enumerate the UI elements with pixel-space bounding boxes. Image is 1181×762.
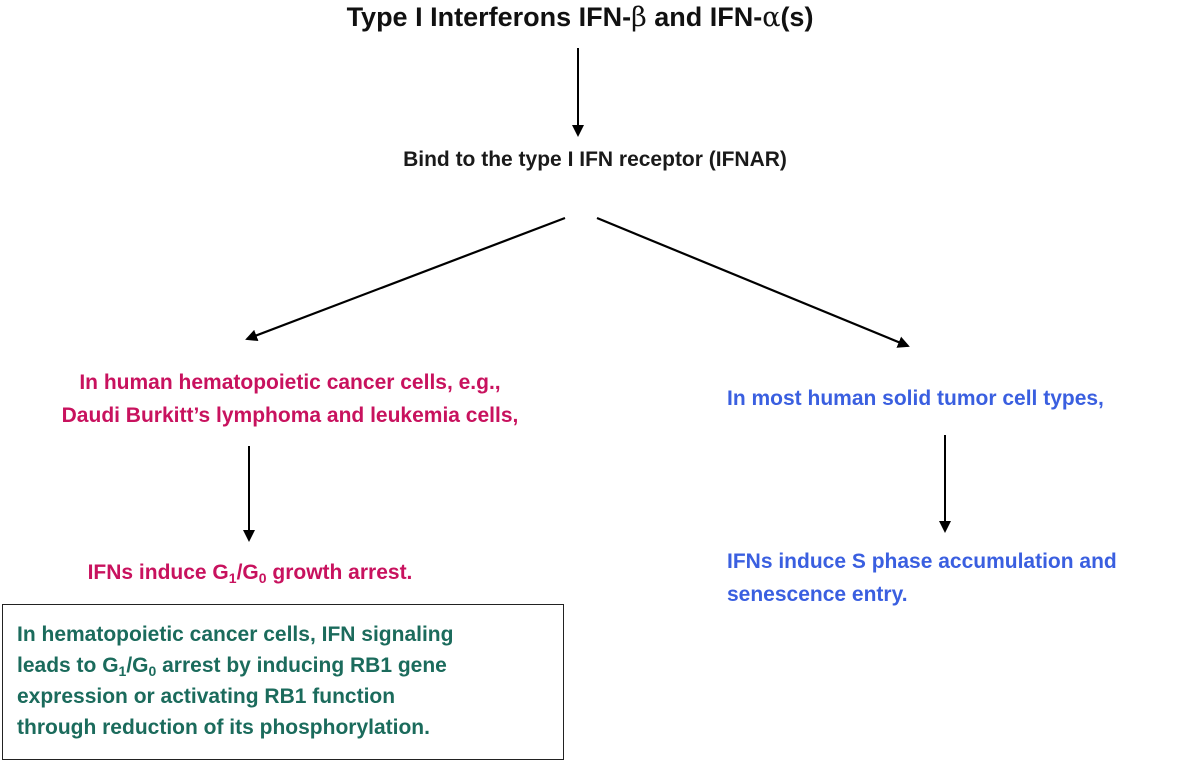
note-line-2-prefix: leads to G [17,654,119,677]
note-line-1: In hematopoietic cancer cells, IFN signa… [17,623,454,646]
solid-tumor-result-line-1: IFNs induce S phase accumulation and [727,550,1117,573]
g1-subscript: 1 [228,570,237,586]
g0-subscript: 0 [258,570,267,586]
rb1-mechanism-note-box: In hematopoietic cancer cells, IFN signa… [2,604,564,760]
hematopoietic-condition-line-2: Daudi Burkitt’s lymphoma and leukemia ce… [61,404,519,427]
title-prefix: Type I Interferons IFN- [346,2,632,32]
beta-symbol: β [631,2,647,33]
note-g0-subscript: 0 [148,663,157,679]
note-line-2-slash: /G [126,654,149,677]
title-mid: and IFN- [646,2,763,32]
hematopoietic-condition: In human hematopoietic cancer cells, e.g… [0,366,580,432]
hematopoietic-result-prefix: IFNs induce G [87,561,229,584]
alpha-symbol: α [762,2,781,33]
diagram-title: Type I Interferons IFN-β and IFN-α(s) [0,2,1160,33]
hematopoietic-result-suffix: growth arrest. [266,561,413,584]
note-line-3: expression or activating RB1 function [17,685,396,708]
arrow-receptor-to-solid-tumor [596,216,910,348]
solid-tumor-result: IFNs induce S phase accumulation and sen… [727,545,1117,611]
solid-tumor-condition: In most human solid tumor cell types, [727,387,1104,410]
note-line-2-suffix: arrest by inducing RB1 gene [156,654,447,677]
note-g1-subscript: 1 [118,663,127,679]
note-line-4: through reduction of its phosphorylation… [17,716,430,739]
note-line-2: leads to G1/G0 arrest by inducing RB1 ge… [17,650,563,681]
hematopoietic-result: IFNs induce G1/G0 growth arrest. [0,561,500,585]
title-suffix: (s) [780,2,814,32]
hematopoietic-result-slash: /G [236,561,259,584]
arrow-receptor-to-hematopoietic [245,216,566,342]
hematopoietic-condition-line-1: In human hematopoietic cancer cells, e.g… [79,371,501,394]
solid-tumor-result-line-2: senescence entry. [727,583,908,606]
receptor-binding-step: Bind to the type I IFN receptor (IFNAR) [403,148,787,171]
